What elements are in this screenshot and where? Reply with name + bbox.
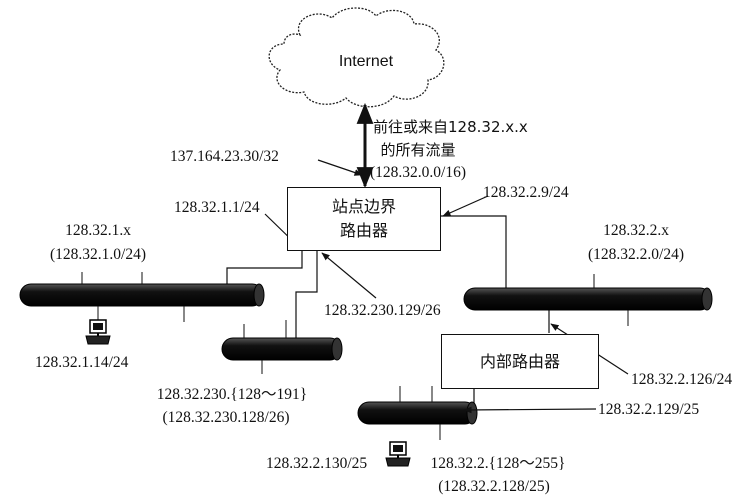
inner-router-label: 内部路由器 <box>479 351 560 371</box>
segment-128-32-2-128 <box>357 386 478 440</box>
inner-router-if-top: 128.32.2.126/24 <box>631 371 733 388</box>
segment-128-32-230 <box>221 320 343 374</box>
link-router-net2 <box>441 215 507 292</box>
net1-prefix: (128.32.1.0/24) <box>49 246 147 263</box>
link-router-net1 <box>226 251 303 288</box>
site-border-router: 站点边界 路由器 <box>287 187 441 251</box>
net230-range: 128.32.230.{128～191} <box>156 386 308 403</box>
traffic-note-line2: 的所有流量 <box>380 141 456 159</box>
computer-icon <box>85 319 111 345</box>
site-router-if-bottom: 128.32.230.129/26 <box>324 302 441 319</box>
net1-host: 128.32.1.14/24 <box>35 354 129 371</box>
site-router-line1: 站点边界 <box>331 197 396 216</box>
callout-inner-if-bottom <box>463 406 597 414</box>
segment-128-32-2 <box>463 274 713 326</box>
net128-range: 128.32.2.{128～255} <box>430 455 566 472</box>
computer-icon <box>385 441 411 467</box>
internet-cloud <box>268 7 445 108</box>
internet-label: Internet <box>338 53 394 70</box>
net2-prefix: (128.32.2.0/24) <box>587 246 685 263</box>
callout-if-bottom <box>321 252 377 299</box>
link-router-net230 <box>295 251 318 338</box>
traffic-note-line3: (128.32.0.0/16) <box>369 164 467 181</box>
net128-prefix: (128.32.2.128/25) <box>438 478 550 495</box>
net128-host: 128.32.2.130/25 <box>266 455 368 472</box>
inner-router-if-bottom: 128.32.2.129/25 <box>598 401 700 418</box>
site-router-ext-ip: 137.164.23.30/32 <box>170 148 279 165</box>
traffic-note-line1: 前往或来自128.32.x.x <box>373 118 528 136</box>
net2-name: 128.32.2.x <box>603 222 669 239</box>
segment-128-32-1 <box>19 272 265 322</box>
site-router-if-left: 128.32.1.1/24 <box>174 199 260 216</box>
net230-prefix: (128.32.230.128/26) <box>162 409 290 426</box>
net1-name: 128.32.1.x <box>65 222 131 239</box>
callout-if-right <box>442 195 489 217</box>
inner-router: 内部路由器 <box>441 334 599 389</box>
site-router-line2: 路由器 <box>339 221 388 240</box>
callout-ext-ip <box>317 159 363 176</box>
site-router-if-right: 128.32.2.9/24 <box>483 184 569 201</box>
